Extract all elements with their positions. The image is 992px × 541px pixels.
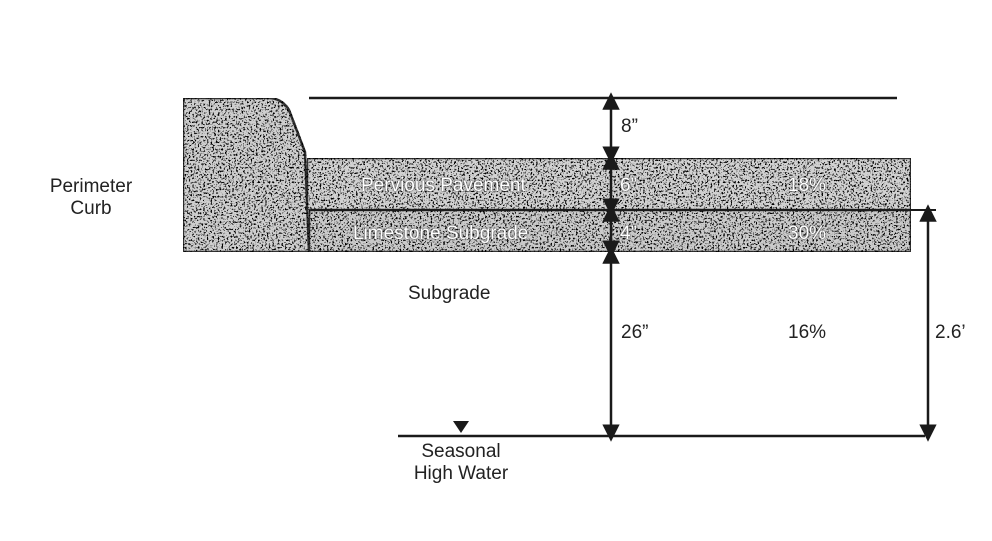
dim-top-gap-label: 8” [621, 116, 638, 137]
seasonal-high-water-label: Seasonal High Water [398, 441, 524, 485]
water-level-marker-icon [453, 421, 469, 433]
seasonal-high-water-label-line1: Seasonal [421, 441, 501, 462]
dim-total-depth-label: 2.6’ [935, 322, 966, 343]
limestone-percentage-label: 30% [788, 223, 827, 244]
pavement-percentage-label: 18% [788, 175, 827, 196]
subgrade-percentage-label: 16% [788, 322, 827, 343]
subgrade-label: Subgrade [408, 283, 491, 304]
limestone-subgrade-label: Limestone Subgrade [353, 223, 529, 244]
perimeter-curb [181, 96, 311, 254]
perimeter-curb-label-line1: Perimeter [49, 176, 133, 197]
pervious-pavement-label: Pervious Pavement [361, 175, 526, 196]
perimeter-curb-label-line2: Curb [70, 198, 112, 219]
seasonal-high-water-label-line2: High Water [413, 463, 509, 484]
dim-limestone-label: 4” [620, 223, 637, 244]
dim-subgrade-label: 26” [621, 322, 649, 343]
perimeter-curb-label: Perimeter Curb [36, 176, 146, 220]
dim-pavement-label: 6” [620, 175, 637, 196]
